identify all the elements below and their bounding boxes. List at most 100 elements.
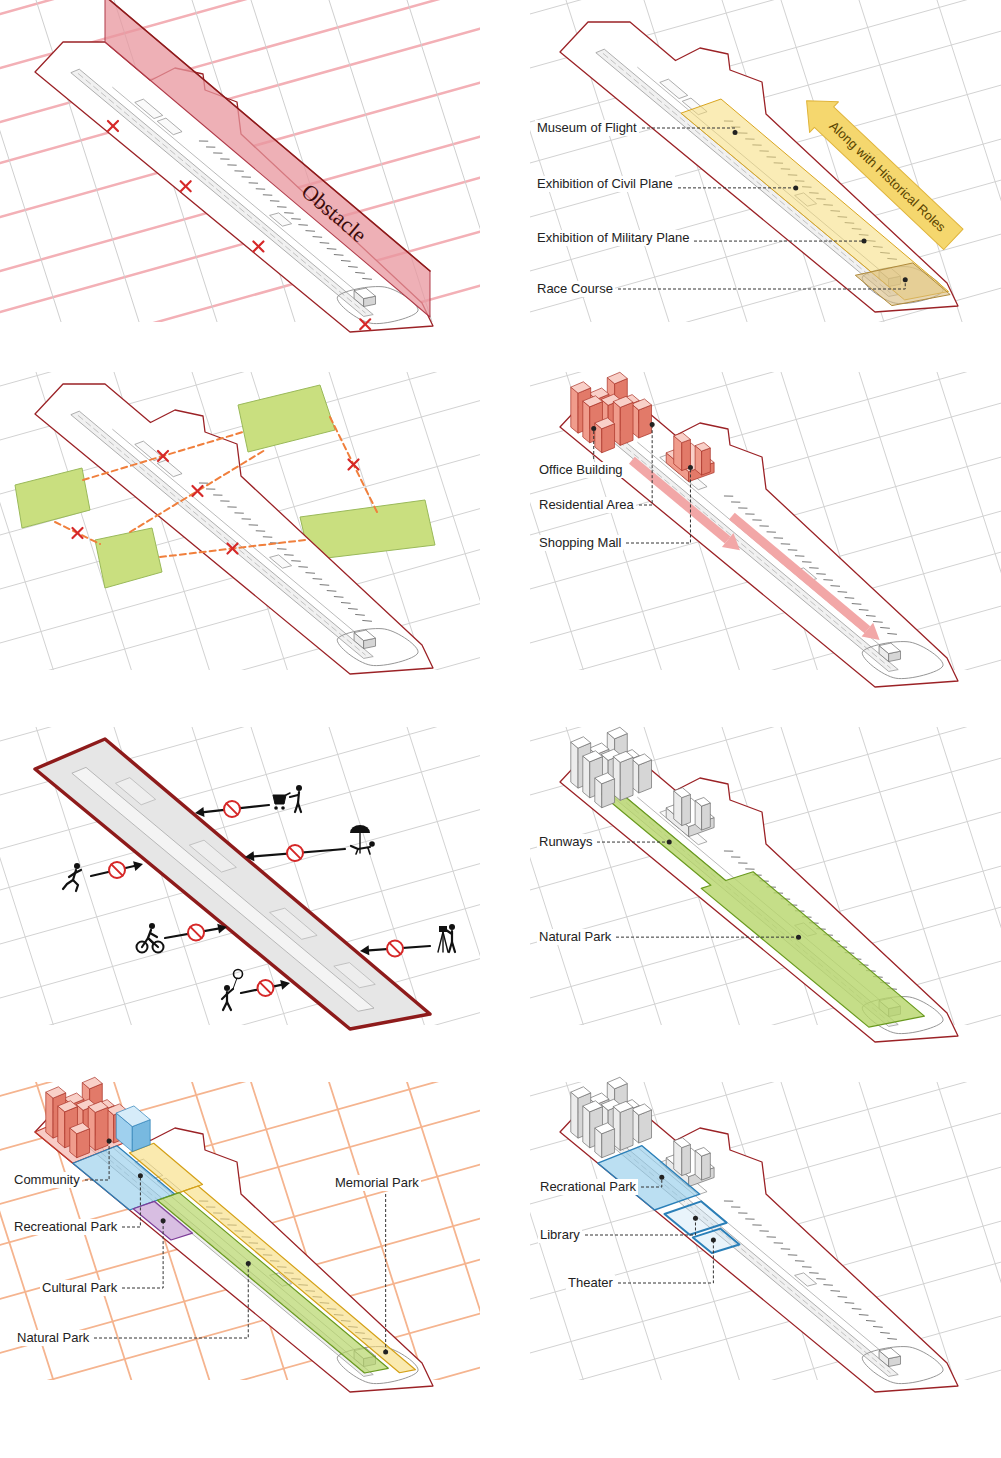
- park-block: [95, 528, 162, 588]
- aircraft-mark: [256, 530, 265, 531]
- callout-label: Runways: [537, 834, 594, 850]
- apron: [189, 840, 236, 872]
- leader-dot: [591, 426, 596, 431]
- site-boundary: [35, 1102, 433, 1392]
- aircraft-mark: [363, 620, 372, 622]
- access-arrow-head: [280, 980, 290, 990]
- access-arrow-head: [195, 807, 204, 817]
- icon-stroke: [286, 793, 290, 795]
- building-roof: [607, 1077, 627, 1089]
- icon-head: [296, 785, 302, 791]
- leader-dot: [793, 185, 798, 190]
- leader-line: [618, 280, 905, 289]
- leader-line: [593, 429, 594, 459]
- prohibition-sign: [188, 925, 204, 941]
- building-face: [682, 794, 691, 825]
- aircraft-mark: [320, 584, 329, 586]
- access-arrow-head: [217, 924, 227, 934]
- building-roof: [595, 1123, 615, 1134]
- barrier-cross: [349, 460, 359, 470]
- aircraft-mark: [206, 488, 214, 489]
- aircraft-mark: [724, 495, 732, 496]
- aircraft-mark: [881, 1332, 890, 1334]
- leader-dot: [246, 1261, 251, 1266]
- barrier-cross: [228, 544, 238, 554]
- access-arrow-head: [133, 861, 143, 871]
- building-face: [639, 760, 652, 793]
- building-roof: [613, 751, 633, 762]
- barrier-cross: [108, 121, 118, 131]
- aircraft-mark: [774, 537, 783, 538]
- building-face: [571, 1092, 578, 1138]
- icon-wheel: [281, 806, 285, 810]
- aircraft-mark: [731, 501, 739, 502]
- building-face: [571, 742, 578, 788]
- street-line: [937, 1082, 1001, 1380]
- building-face: [702, 448, 711, 475]
- prohibition-slash: [289, 847, 300, 858]
- runway: [72, 767, 374, 1011]
- hangar: [660, 79, 688, 98]
- building-roof: [632, 399, 652, 410]
- park-link: [83, 432, 243, 480]
- prohibition-slash: [260, 982, 271, 993]
- leader-dot: [138, 1173, 143, 1178]
- icon-head: [224, 985, 230, 991]
- barrier-cross: [253, 241, 263, 251]
- site-panel: [560, 22, 958, 312]
- aircraft-mark: [341, 602, 350, 604]
- barrier-cross: [181, 181, 191, 191]
- leader-dot: [650, 422, 655, 427]
- aircraft-mark: [228, 164, 237, 165]
- street-line: [530, 372, 583, 670]
- building-roof: [58, 1101, 78, 1112]
- node-text: Along with Historical Roles: [826, 118, 949, 235]
- street-line: [530, 234, 1001, 322]
- building-roof: [695, 797, 710, 806]
- building-roof: [595, 418, 615, 429]
- icon-stroke: [227, 1002, 231, 1010]
- aircraft-mark: [795, 555, 804, 556]
- aircraft-mark: [731, 1206, 739, 1207]
- prohibition-slash: [190, 927, 201, 938]
- building-roof: [571, 737, 591, 748]
- prohibition-slash: [389, 943, 400, 954]
- callout-label: Race Course: [535, 281, 615, 297]
- aircraft-mark: [888, 1338, 897, 1340]
- street-line: [407, 1082, 480, 1380]
- aircraft-mark: [739, 862, 747, 863]
- aircraft-mark: [810, 1272, 819, 1274]
- site-boundary: [560, 22, 958, 312]
- leader-line: [85, 1141, 109, 1180]
- building-roof: [607, 727, 627, 739]
- aircraft-mark: [774, 1242, 783, 1243]
- expansion-arrow: [732, 516, 867, 630]
- aircraft-mark: [739, 507, 747, 508]
- aircraft-mark: [767, 1236, 776, 1237]
- race-track: [862, 642, 943, 679]
- hangar: [157, 118, 182, 135]
- aircraft-mark: [299, 224, 308, 226]
- leader-dot: [796, 935, 801, 940]
- aircraft-mark: [334, 596, 343, 598]
- leader-dot: [711, 1237, 716, 1242]
- icon-stroke: [443, 932, 448, 952]
- icon-stroke: [351, 846, 370, 849]
- building-roof: [674, 788, 691, 798]
- aircraft-mark: [263, 536, 272, 537]
- icon-cart: [273, 795, 286, 804]
- icon-stroke: [150, 933, 157, 937]
- aircraft-mark: [363, 278, 372, 280]
- street-line: [566, 727, 661, 1025]
- hangar: [135, 99, 163, 118]
- building-roof: [571, 1087, 591, 1098]
- aircraft-mark: [873, 1326, 882, 1328]
- aircraft-mark: [767, 531, 776, 532]
- race-track: [337, 629, 418, 666]
- site-boundary: [560, 1102, 958, 1392]
- taxiway: [638, 442, 888, 651]
- leader-line: [642, 128, 735, 133]
- building-roof: [607, 372, 627, 384]
- barrier-cross: [108, 121, 118, 131]
